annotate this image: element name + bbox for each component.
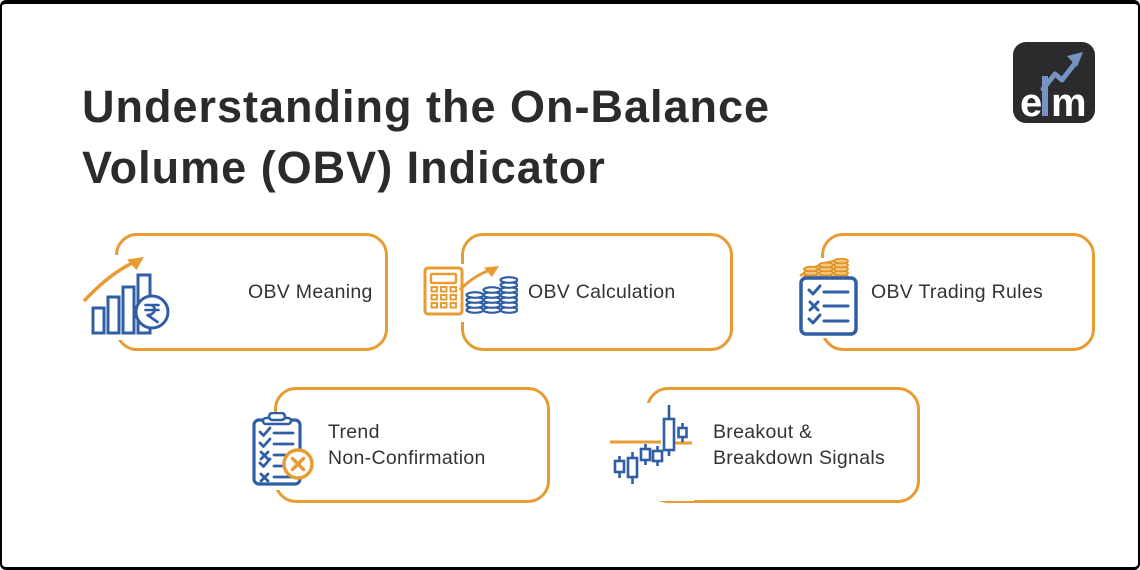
bar-chart-rupee-icon (83, 255, 188, 340)
card-obv-calculation: OBV Calculation (423, 233, 733, 351)
card-obv-meaning: OBV Meaning (83, 233, 388, 351)
page-title: Understanding the On-Balance Volume (OBV… (82, 76, 770, 198)
card-label-line1: Trend (328, 421, 380, 443)
uptrend-arrow-icon (1040, 52, 1083, 92)
elm-logo: e m (1013, 42, 1095, 123)
clipboard-cross-icon (251, 412, 315, 490)
logo-letter-l (1042, 76, 1048, 116)
card-label: OBV Meaning (248, 281, 373, 303)
calculator-coins-icon (423, 264, 518, 322)
card-label: Trend Non-Confirmation (328, 419, 486, 471)
card-label-line2: Breakdown Signals (713, 447, 886, 469)
checklist-coins-icon (796, 258, 864, 338)
page-title-line1: Understanding the On-Balance (82, 81, 771, 132)
card-label-line2: Non-Confirmation (328, 447, 486, 469)
logo-letter-m: m (1051, 81, 1087, 123)
card-label-line1: Breakout & (713, 421, 813, 443)
card-label: Breakout & Breakdown Signals (713, 419, 885, 471)
card-trend-non-confirmation: Trend Non-Confirmation (251, 387, 550, 503)
logo-letter-e: e (1020, 81, 1042, 123)
card-label: OBV Trading Rules (871, 281, 1044, 303)
card-obv-trading-rules: OBV Trading Rules (796, 233, 1095, 351)
card-label: OBV Calculation (528, 281, 676, 303)
page-title-line2: Volume (OBV) Indicator (82, 142, 606, 193)
candlestick-breakout-icon (608, 403, 694, 501)
card-breakout-breakdown-signals: Breakout & Breakdown Signals (608, 387, 920, 503)
